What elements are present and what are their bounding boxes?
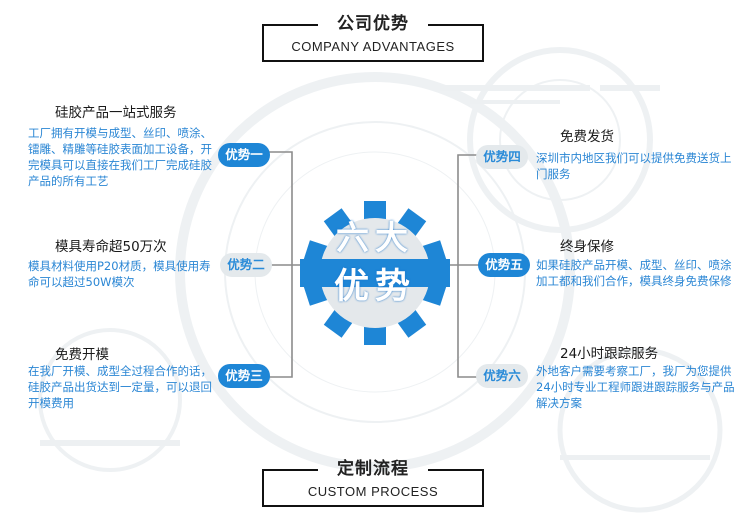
advantage-3-pill[interactable]: 优势三 (218, 364, 270, 388)
header-title: 公司优势 (337, 14, 409, 34)
advantage-4-title: 免费发货 (560, 129, 614, 145)
advantage-2-title: 模具寿命超50万次 (55, 239, 167, 255)
advantage-1-title: 硅胶产品一站式服务 (55, 105, 177, 121)
header-frame (262, 24, 484, 62)
advantage-5-title: 终身保修 (560, 239, 614, 255)
advantage-2-pill[interactable]: 优势二 (220, 253, 272, 277)
advantage-3-title: 免费开模 (55, 347, 109, 363)
advantage-2-desc: 模具材料使用P20材质，模具使用寿命可以超过50W模次 (28, 259, 211, 289)
header-title: 定制流程 (337, 459, 409, 479)
advantage-3-desc: 在我厂开模、成型全过程合作的话，硅胶产品出货达到一定量，可以退回开模费用 (28, 364, 212, 410)
advantage-1-pill[interactable]: 优势一 (218, 143, 270, 167)
header-frame (262, 469, 484, 507)
advantage-1-desc: 工厂拥有开模与成型、丝印、喷涂、镭雕、精雕等硅胶表面加工设备，开完模具可以直接在… (28, 126, 212, 188)
advantage-6-desc: 外地客户需要考察工厂，我厂为您提供24小时专业工程师跟进跟踪服务与产品解决方案 (536, 364, 735, 410)
advantage-4-pill[interactable]: 优势四 (476, 145, 528, 169)
gear-icon (300, 201, 450, 345)
advantage-5-pill[interactable]: 优势五 (478, 253, 530, 277)
advantage-6-title: 24小时跟踪服务 (560, 346, 659, 362)
header-subtitle: COMPANY ADVANTAGES (291, 39, 455, 54)
advantage-5-desc: 如果硅胶产品开模、成型、丝印、喷涂加工都和我们合作，模具终身免费保修 (536, 258, 732, 288)
center-title-line2: 优势 (333, 267, 416, 307)
center-title-line1: 六大 (336, 218, 414, 257)
advantage-6-pill[interactable]: 优势六 (476, 364, 528, 388)
advantage-4-desc: 深圳市内地区我们可以提供免费送货上门服务 (536, 151, 732, 181)
header-subtitle: CUSTOM PROCESS (307, 484, 439, 499)
